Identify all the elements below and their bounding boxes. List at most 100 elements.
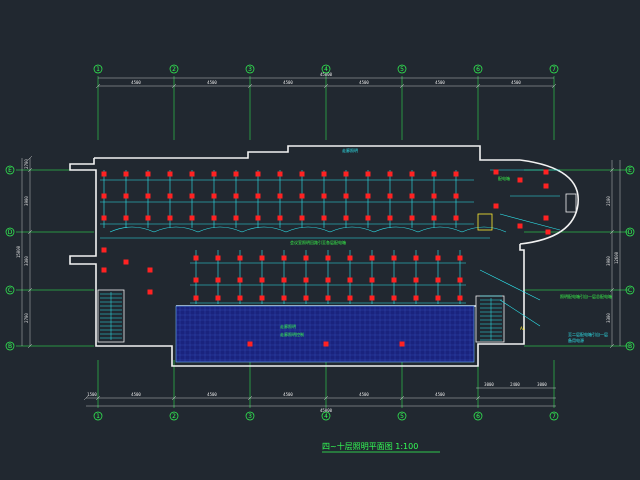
light-fixture-right-7 <box>517 223 523 229</box>
bottom-axis-bubble-3-circle <box>321 411 331 421</box>
top-tick-2 <box>247 83 253 89</box>
light-fixture-right-2 <box>543 169 549 175</box>
wire-arc <box>197 226 243 233</box>
light-fixture <box>387 215 393 221</box>
top-tick-4 <box>399 83 405 89</box>
light-fixture <box>211 215 217 221</box>
light-fixture <box>321 193 327 199</box>
right-total-text: 12600 <box>614 251 619 264</box>
light-fixture <box>387 171 393 177</box>
left-axis-bubble-0-label: E <box>8 167 12 174</box>
light-fixture <box>277 171 283 177</box>
light-fixture <box>237 255 243 261</box>
bottom-axis-bubble-6-circle <box>549 411 559 421</box>
light-fixture <box>413 295 419 301</box>
bottom-axis-bubble-2-label: 3 <box>248 413 252 420</box>
wire-arc <box>417 226 463 233</box>
left-tick-3 <box>27 287 33 293</box>
light-fixture <box>277 215 283 221</box>
top-axis-bubble-0-circle <box>93 64 103 74</box>
light-fixture <box>281 277 287 283</box>
top-total-text: 45000 <box>320 72 333 77</box>
light-fixture <box>369 255 375 261</box>
right-label-2: 照明配电箱引自一层总配电箱 <box>560 293 612 299</box>
light-fixture <box>259 295 265 301</box>
bottom-axis-bubble-5-label: 6 <box>476 413 480 420</box>
hall-light-1 <box>323 341 329 347</box>
light-fixture <box>457 295 463 301</box>
light-fixture <box>369 295 375 301</box>
top-dim-text-3: 4500 <box>359 80 369 85</box>
light-fixture <box>101 193 107 199</box>
bottom-axis-bubble-0-circle <box>93 411 103 421</box>
light-fixture-left-1 <box>101 267 107 273</box>
top-dim-text-1: 4500 <box>207 80 217 85</box>
light-fixture <box>167 171 173 177</box>
light-fixture <box>453 171 459 177</box>
top-dim-text-5: 4500 <box>511 80 521 85</box>
light-fixture-right-4 <box>543 215 549 221</box>
light-fixture <box>431 215 437 221</box>
right-axis-bubble-2-circle <box>625 285 635 295</box>
left-dim-text-0: 2700 <box>24 159 29 169</box>
top-axis-bubble-1-circle <box>169 64 179 74</box>
left-axis-bubble-3-label: B <box>8 343 12 350</box>
bottom-axis-bubble-4-label: 5 <box>400 413 404 420</box>
light-fixture <box>211 171 217 177</box>
light-fixture <box>365 193 371 199</box>
light-fixture <box>101 215 107 221</box>
light-fixture <box>387 193 393 199</box>
top-axis-bubble-5-circle <box>473 64 483 74</box>
bottom-right-dim-text-2: 3000 <box>537 382 547 387</box>
light-fixture <box>347 295 353 301</box>
light-fixture <box>343 193 349 199</box>
meeting-hall-area <box>175 305 475 363</box>
light-fixture <box>453 215 459 221</box>
light-fixture <box>343 171 349 177</box>
light-fixture <box>457 277 463 283</box>
right-axis-bubble-1-circle <box>625 227 635 237</box>
bottom-tick-3 <box>247 395 253 401</box>
hall-light-0 <box>247 341 253 347</box>
bottom-axis-bubble-5-circle <box>473 411 483 421</box>
light-fixture <box>189 171 195 177</box>
light-fixture <box>369 277 375 283</box>
bottom-axis-bubble-2-circle <box>245 411 255 421</box>
wire-arc <box>285 226 331 233</box>
top-axis-bubble-3-circle <box>321 64 331 74</box>
right-axis-bubble-3-circle <box>625 341 635 351</box>
light-fixture <box>145 193 151 199</box>
light-fixture <box>145 215 151 221</box>
light-fixture <box>123 215 129 221</box>
lighting-fixtures <box>101 169 551 347</box>
bottom-tick-0 <box>83 395 89 401</box>
right-label-1: 配电箱 <box>498 175 510 181</box>
light-fixture <box>281 295 287 301</box>
light-fixture <box>189 215 195 221</box>
light-fixture <box>167 215 173 221</box>
bottom-total-text: 45000 <box>320 408 333 413</box>
right-dim-text-0: 2100 <box>606 196 611 206</box>
light-fixture <box>303 295 309 301</box>
bottom-axis-bubble-1-label: 2 <box>172 413 176 420</box>
light-fixture <box>277 193 283 199</box>
light-fixture <box>299 171 305 177</box>
wire-arc <box>461 226 507 233</box>
bottom-dim-text-5: 4500 <box>435 392 445 397</box>
right-tick-1 <box>609 229 615 235</box>
right-label-3: 至二层配电箱引自一层 <box>568 331 608 337</box>
right-axis-bubble-0-circle <box>625 165 635 175</box>
right-axis-bubble-0-label: E <box>628 167 632 174</box>
bottom-dim-text-2: 4500 <box>207 392 217 397</box>
left-tick-2 <box>27 229 33 235</box>
light-fixture <box>365 171 371 177</box>
hall-center-label: 会议室照明回路引至各层配电箱 <box>290 239 346 245</box>
light-fixture <box>237 277 243 283</box>
light-fixture <box>233 215 239 221</box>
light-fixture <box>299 193 305 199</box>
axis-grid-lines <box>16 76 628 408</box>
light-fixture-left-3 <box>147 267 153 273</box>
bottom-axis-bubble-6-label: 7 <box>552 413 556 420</box>
wire-arc <box>241 226 287 233</box>
